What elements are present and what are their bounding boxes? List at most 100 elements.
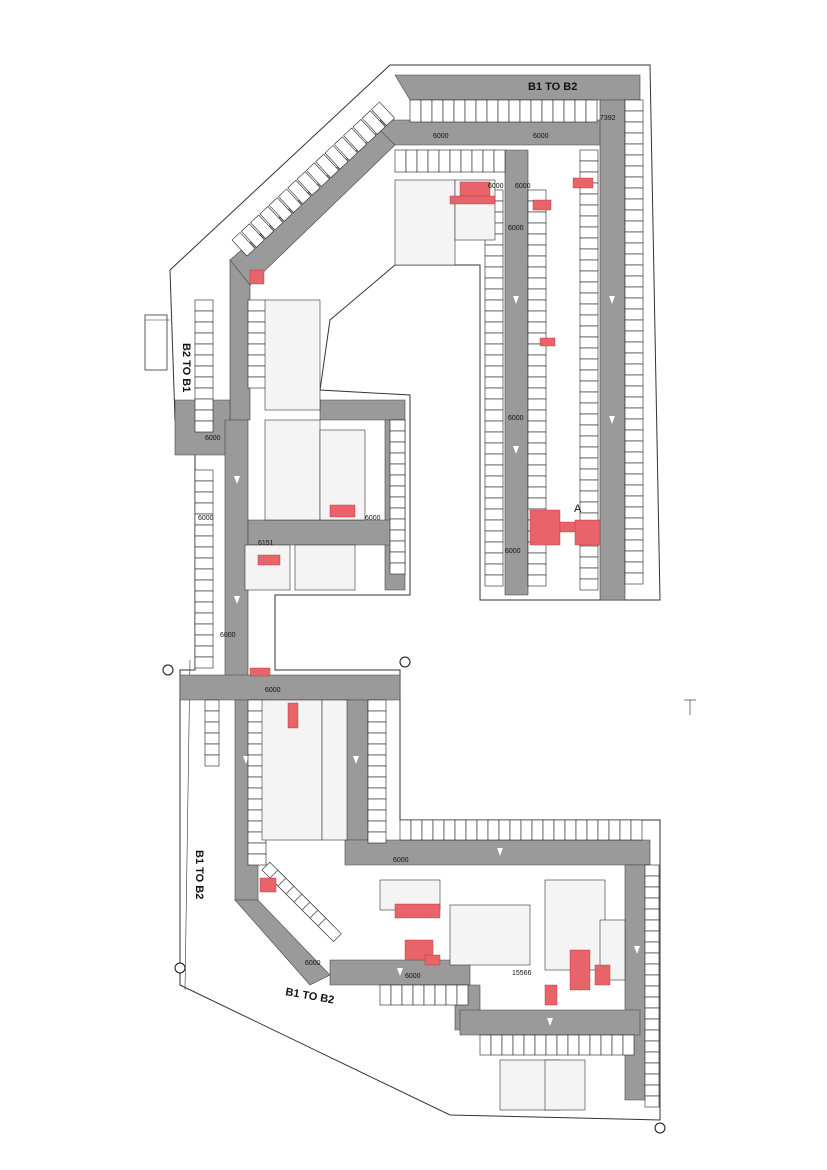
parking-stall [453, 99, 466, 123]
parking-stall [624, 539, 644, 552]
parking-stall [389, 430, 406, 443]
parking-stall [579, 391, 599, 404]
parking-stall [194, 343, 214, 356]
parking-stall [527, 222, 547, 235]
parking-stall [624, 429, 644, 442]
parking-stall [644, 875, 660, 888]
dimension-label: 6000 [433, 133, 449, 140]
highlighted-area [594, 964, 611, 986]
parking-stall [324, 145, 349, 170]
parking-stall [401, 984, 414, 1006]
parking-stall [624, 275, 644, 288]
parking-stall [579, 479, 599, 492]
parking-stall [247, 310, 267, 323]
parking-stall [367, 787, 387, 800]
highlighted-area [259, 877, 277, 893]
parking-stall [527, 398, 547, 411]
parking-stall [574, 99, 587, 123]
parking-stall [579, 226, 599, 239]
parking-stall [367, 765, 387, 778]
parking-stall [194, 579, 214, 592]
parking-stall [542, 819, 555, 841]
parking-stall [624, 110, 644, 123]
parking-stall [194, 321, 214, 334]
parking-stall [501, 1034, 514, 1056]
direction-arrow-icon [609, 416, 615, 424]
parking-stall [527, 233, 547, 246]
ramp-label-top: B1 TO B2 [528, 81, 577, 93]
parking-stall [624, 506, 644, 519]
parking-stall [579, 292, 599, 305]
drive-aisle [599, 99, 626, 601]
parking-stall [194, 546, 214, 559]
parking-stall [624, 319, 644, 332]
parking-stall [471, 149, 484, 173]
parking-stall [194, 354, 214, 367]
parking-stall [527, 563, 547, 576]
parking-stall [541, 99, 554, 123]
direction-arrow-icon [547, 1018, 553, 1026]
parking-stall [644, 1007, 660, 1020]
parking-stall [389, 540, 406, 553]
parking-stall [579, 413, 599, 426]
parking-stall [484, 398, 504, 411]
parking-stall [409, 99, 422, 123]
parking-stall [456, 984, 469, 1006]
parking-stall [579, 446, 599, 459]
parking-stall [624, 451, 644, 464]
parking-stall [530, 99, 543, 123]
grid-bubble [654, 1122, 666, 1134]
parking-stall [579, 303, 599, 316]
parking-stall [367, 743, 387, 756]
direction-arrow-icon [497, 848, 503, 856]
direction-arrow-icon [634, 946, 640, 954]
direction-arrow-icon [513, 296, 519, 304]
grid-bubble [399, 656, 411, 668]
core-block [244, 544, 291, 591]
parking-stall [624, 407, 644, 420]
dimension-label: 6000 [508, 225, 524, 232]
parking-stall [194, 645, 214, 658]
direction-arrow-icon [234, 476, 240, 484]
parking-stall [204, 743, 220, 756]
parking-stall [442, 99, 455, 123]
parking-stall [484, 508, 504, 521]
direction-arrow-icon [513, 446, 519, 454]
parking-stall [194, 469, 214, 482]
dimension-label: 6000 [488, 183, 504, 190]
parking-stall [484, 486, 504, 499]
parking-stall [352, 118, 377, 144]
parking-stall [484, 277, 504, 290]
parking-stall [579, 281, 599, 294]
parking-stall [367, 754, 387, 767]
parking-stall [600, 1034, 613, 1056]
parking-stall [204, 699, 220, 712]
parking-stall [630, 819, 643, 841]
parking-stall [204, 732, 220, 745]
parking-stall [589, 1034, 602, 1056]
parking-stall [389, 452, 406, 465]
parking-stall [644, 864, 660, 877]
parking-stall [579, 380, 599, 393]
parking-stall [490, 1034, 503, 1056]
parking-stall [579, 578, 599, 591]
parking-stall [484, 464, 504, 477]
parking-stall [527, 387, 547, 400]
parking-stall [420, 99, 433, 123]
parking-stall [624, 517, 644, 530]
parking-stall [624, 143, 644, 156]
parking-stall [644, 1029, 660, 1042]
parking-stall [578, 1034, 591, 1056]
parking-stall [527, 497, 547, 510]
parking-stall [579, 193, 599, 206]
parking-stall [644, 908, 660, 921]
parking-stall [579, 468, 599, 481]
parking-stall [484, 387, 504, 400]
core-block [544, 1059, 586, 1111]
parking-stall [194, 332, 214, 345]
core-block [294, 544, 356, 591]
dimension-label: 6000 [198, 515, 214, 522]
highlighted-area [544, 984, 558, 1006]
ramp-label-left-upper: B2 TO B1 [180, 343, 192, 392]
parking-stall [619, 819, 632, 841]
